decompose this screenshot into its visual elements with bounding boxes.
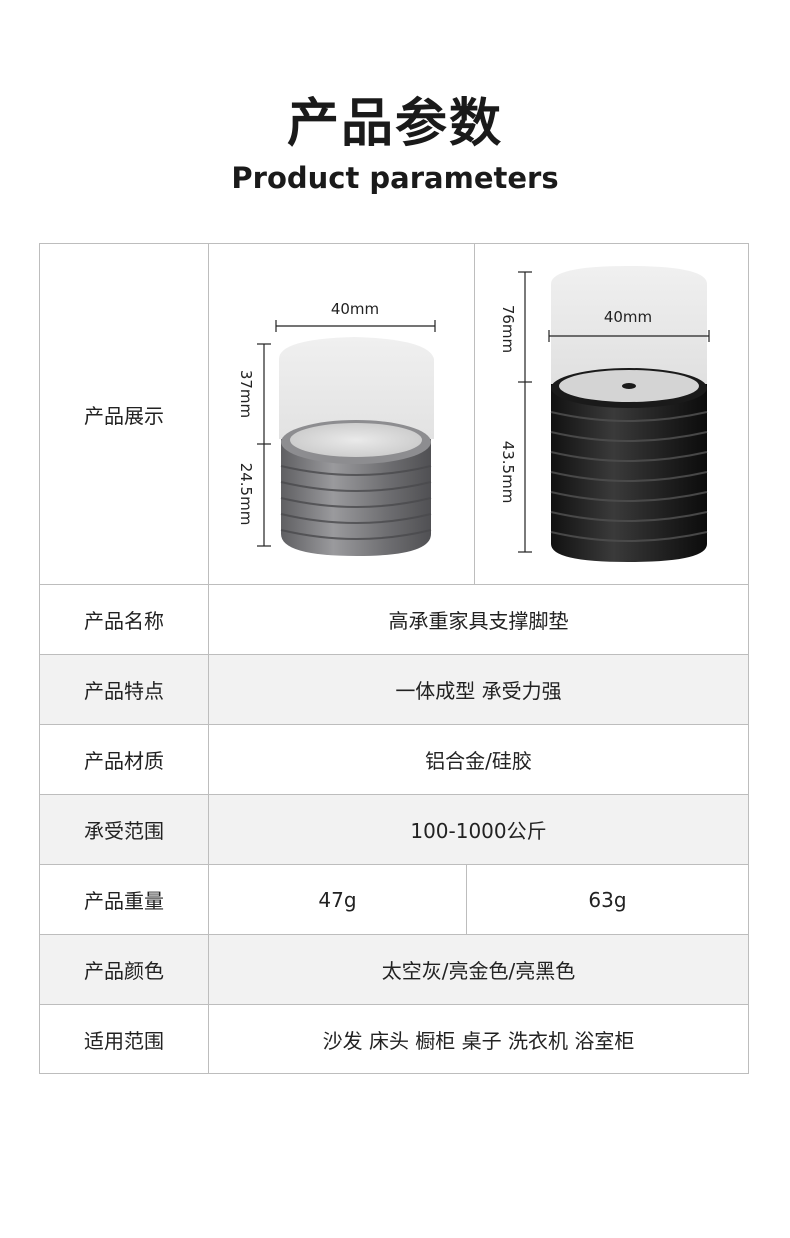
left-top-height-label: 37mm [237,370,255,418]
row-product-feature: 产品特点 一体成型 承受力强 [40,655,748,725]
page-title: 产品参数 [286,94,503,154]
row-label: 产品颜色 [40,935,209,1004]
row-label: 产品名称 [40,585,209,654]
left-bottom-height-label: 24.5mm [237,463,255,526]
row-product-name: 产品名称 高承重家具支撑脚垫 [40,585,748,655]
row-label: 产品重量 [40,865,209,934]
row-label: 适用范围 [40,1005,209,1073]
left-width-label: 40mm [331,300,379,318]
row-application: 适用范围 沙发 床头 橱柜 桌子 洗衣机 浴室柜 [40,1005,748,1073]
right-width-label: 40mm [604,308,652,326]
row-load-range: 承受范围 100-1000公斤 [40,795,748,865]
row-label: 承受范围 [40,795,209,864]
row-label: 产品展示 [40,244,209,584]
row-label: 产品特点 [40,655,209,724]
product-image-gray: 40mm 37mm 24.5mm [209,244,475,584]
row-label: 产品材质 [40,725,209,794]
row-value: 高承重家具支撑脚垫 [388,609,569,633]
parameter-table: 产品展示 [39,243,749,1074]
row-value-left: 47g [209,865,467,934]
row-product-material: 产品材质 铝合金/硅胶 [40,725,748,795]
row-display: 产品展示 [40,244,748,585]
row-value: 100-1000公斤 [410,819,547,843]
product-image-black: 40mm 76mm 43.5mm [475,244,748,584]
row-value: 铝合金/硅胶 [425,749,532,773]
right-top-height-label: 76mm [499,305,517,353]
row-value: 一体成型 承受力强 [395,679,562,703]
page-subtitle: Product parameters [231,161,559,195]
row-value: 太空灰/亮金色/亮黑色 [381,959,576,983]
row-product-weight: 产品重量 47g 63g [40,865,748,935]
row-value: 沙发 床头 橱柜 桌子 洗衣机 浴室柜 [322,1028,635,1053]
right-bottom-height-label: 43.5mm [499,441,517,504]
row-value-right: 63g [588,887,627,912]
row-product-color: 产品颜色 太空灰/亮金色/亮黑色 [40,935,748,1005]
